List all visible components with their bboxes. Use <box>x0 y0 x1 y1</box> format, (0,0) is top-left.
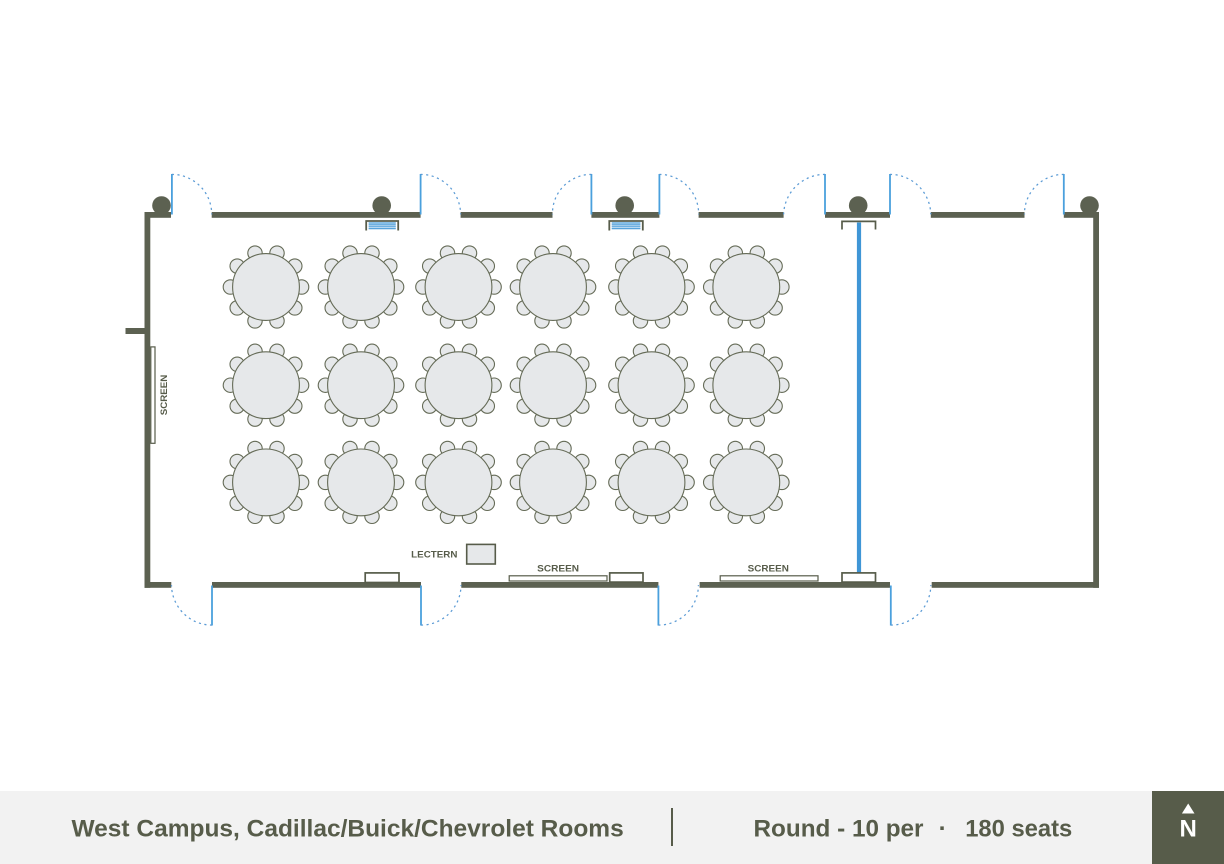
svg-text:LECTERN: LECTERN <box>411 550 457 560</box>
svg-text:SCREEN: SCREEN <box>159 375 169 416</box>
svg-text:SCREEN: SCREEN <box>748 563 789 573</box>
svg-text:180 seats: 180 seats <box>965 815 1072 842</box>
svg-text:SCREEN: SCREEN <box>537 563 579 573</box>
svg-text:Round - 10 per: Round - 10 per <box>754 815 924 842</box>
svg-text:West Campus, Cadillac/Buick/Ch: West Campus, Cadillac/Buick/Chevrolet Ro… <box>72 815 624 842</box>
svg-text:·: · <box>939 815 947 842</box>
svg-text:N: N <box>1180 815 1197 842</box>
